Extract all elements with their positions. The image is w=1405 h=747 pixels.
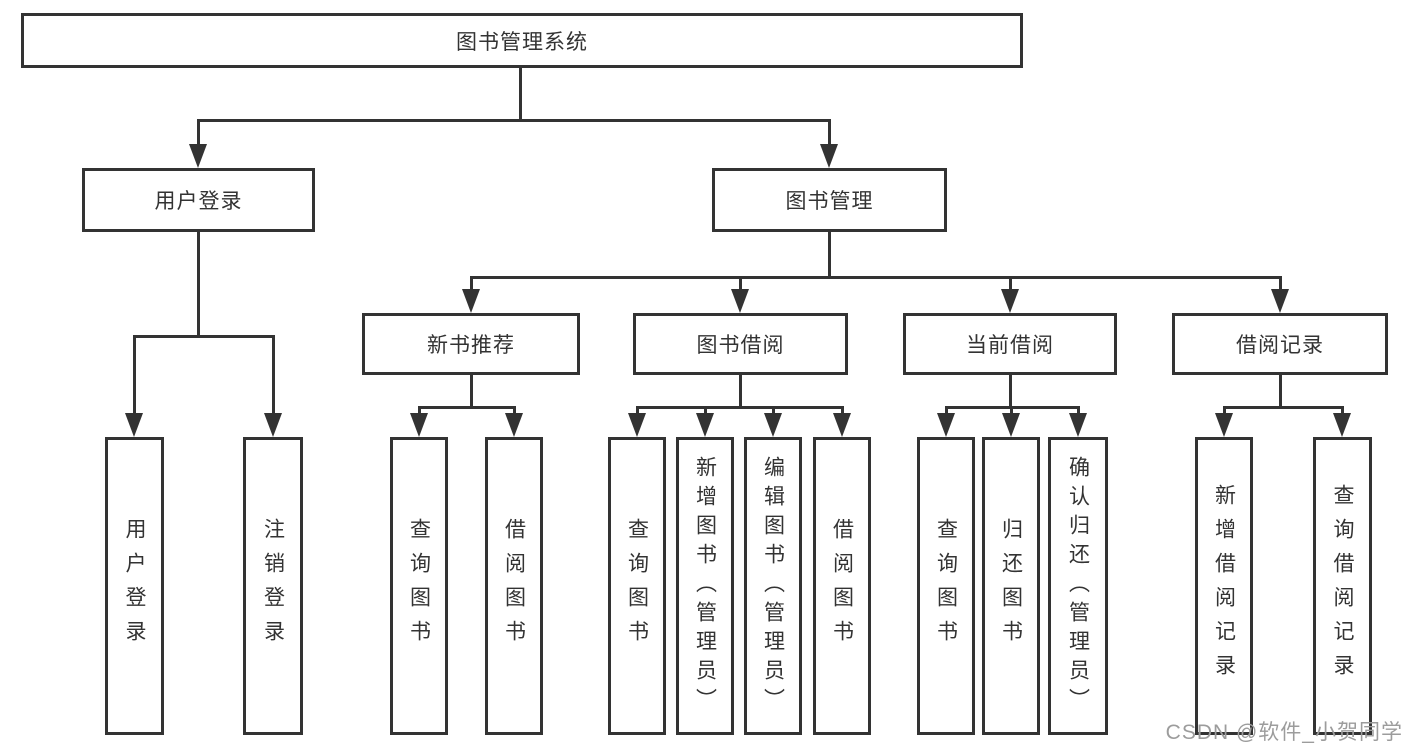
arrowhead xyxy=(1001,289,1019,313)
leaf-bb-query-books: 查询图书 xyxy=(608,437,666,735)
leaf-cb-return-books: 归还图书 xyxy=(982,437,1040,735)
arrowhead xyxy=(696,413,714,437)
connector-line xyxy=(1077,406,1080,418)
leaf-rec-query-books: 查询图书 xyxy=(390,437,448,735)
arrowhead xyxy=(1333,413,1351,437)
connector-line xyxy=(1279,375,1282,408)
arrowhead xyxy=(410,413,428,437)
connector-line xyxy=(1341,406,1344,418)
node-root: 图书管理系统 xyxy=(21,13,1023,68)
arrowhead xyxy=(833,413,851,437)
arrowhead xyxy=(264,413,282,437)
leaf-br-add-record-label: 新增借阅记录 xyxy=(1212,484,1236,688)
leaf-cb-confirm-return-label: 确认归还（管理员） xyxy=(1066,455,1090,717)
connector-line xyxy=(739,276,742,294)
arrowhead xyxy=(628,413,646,437)
leaf-bb-add-books: 新增图书（管理员） xyxy=(676,437,734,735)
leaf-bb-borrow-books-label: 借阅图书 xyxy=(830,518,854,654)
leaf-bb-edit-books-label: 编辑图书（管理员） xyxy=(761,455,785,717)
connector-line xyxy=(1279,276,1282,294)
connector-line xyxy=(1009,276,1012,294)
connector-line xyxy=(1223,406,1226,418)
connector-line xyxy=(636,406,843,409)
node-book-borrowing: 图书借阅 xyxy=(633,313,848,375)
connector-line xyxy=(772,406,775,418)
leaf-user-login-label: 用户登录 xyxy=(123,518,146,654)
connector-line xyxy=(945,406,948,418)
arrowhead xyxy=(125,413,143,437)
node-new-book-recommend: 新书推荐 xyxy=(362,313,580,375)
connector-line xyxy=(1010,406,1013,418)
leaf-logout: 注销登录 xyxy=(243,437,303,735)
connector-line xyxy=(197,119,830,122)
leaf-bb-edit-books: 编辑图书（管理员） xyxy=(744,437,802,735)
connector-line xyxy=(519,68,522,121)
connector-line xyxy=(470,276,473,294)
connector-line xyxy=(272,335,275,415)
connector-line xyxy=(513,406,516,418)
node-current-borrowing: 当前借阅 xyxy=(903,313,1117,375)
connector-line xyxy=(1009,375,1012,408)
leaf-rec-borrow-books-label: 借阅图书 xyxy=(502,518,526,654)
leaf-bb-borrow-books: 借阅图书 xyxy=(813,437,871,735)
node-book-management: 图书管理 xyxy=(712,168,947,232)
leaf-cb-query-books: 查询图书 xyxy=(917,437,975,735)
leaf-bb-query-books-label: 查询图书 xyxy=(625,518,649,654)
leaf-bb-add-books-label: 新增图书（管理员） xyxy=(693,455,717,717)
connector-line xyxy=(739,375,742,408)
connector-line xyxy=(197,119,200,149)
arrowhead xyxy=(1271,289,1289,313)
connector-line xyxy=(841,406,844,418)
connector-line xyxy=(418,406,515,409)
leaf-user-login: 用户登录 xyxy=(105,437,164,735)
connector-line xyxy=(470,276,1281,279)
arrowhead xyxy=(462,289,480,313)
arrowhead xyxy=(731,289,749,313)
connector-line xyxy=(1223,406,1343,409)
arrowhead xyxy=(1002,413,1020,437)
leaf-br-query-record: 查询借阅记录 xyxy=(1313,437,1372,735)
arrowhead xyxy=(1069,413,1087,437)
arrowhead xyxy=(1215,413,1233,437)
leaf-br-add-record: 新增借阅记录 xyxy=(1195,437,1253,735)
leaf-cb-return-books-label: 归还图书 xyxy=(999,518,1023,654)
connector-line xyxy=(133,335,136,415)
watermark: CSDN @软件_小贺同学 xyxy=(1165,721,1403,744)
connector-line xyxy=(197,232,200,337)
arrowhead xyxy=(820,144,838,168)
leaf-rec-borrow-books: 借阅图书 xyxy=(485,437,543,735)
arrowhead xyxy=(764,413,782,437)
connector-line xyxy=(704,406,707,418)
arrowhead xyxy=(189,144,207,168)
leaf-cb-query-books-label: 查询图书 xyxy=(934,518,958,654)
connector-line xyxy=(828,232,831,278)
connector-line xyxy=(418,406,421,418)
node-borrowing-records: 借阅记录 xyxy=(1172,313,1388,375)
connector-line xyxy=(470,375,473,408)
arrowhead xyxy=(937,413,955,437)
connector-line xyxy=(636,406,639,418)
arrowhead xyxy=(505,413,523,437)
leaf-rec-query-books-label: 查询图书 xyxy=(407,518,431,654)
node-user-login: 用户登录 xyxy=(82,168,315,232)
leaf-br-query-record-label: 查询借阅记录 xyxy=(1331,484,1354,688)
leaf-cb-confirm-return: 确认归还（管理员） xyxy=(1048,437,1108,735)
connector-line xyxy=(133,335,275,338)
leaf-logout-label: 注销登录 xyxy=(261,518,285,654)
connector-line xyxy=(828,119,831,149)
